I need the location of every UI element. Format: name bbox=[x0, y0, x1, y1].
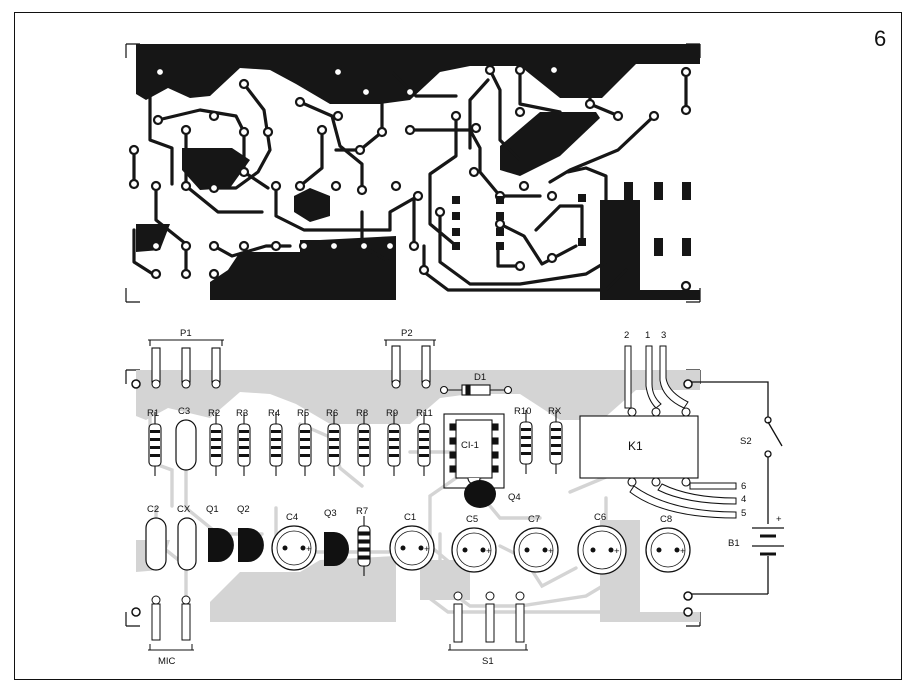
capacitor-label: C4 bbox=[286, 512, 298, 523]
ghost-traces bbox=[148, 392, 656, 614]
resistor-label: R5 bbox=[297, 408, 309, 419]
potentiometer-p2 bbox=[384, 339, 436, 389]
capacitor-c4: + bbox=[271, 525, 317, 571]
relay-k1 bbox=[579, 407, 699, 487]
capacitor-label: C1 bbox=[404, 512, 416, 523]
resistor-label: R6 bbox=[326, 408, 338, 419]
terminal-5: 5 bbox=[741, 508, 746, 519]
terminal-4: 4 bbox=[741, 494, 746, 505]
resistor-r6 bbox=[327, 412, 341, 476]
p2-label: P2 bbox=[401, 328, 413, 339]
selector-s1-leads bbox=[448, 591, 528, 651]
capacitor-c8: + bbox=[645, 527, 691, 573]
mic-leads bbox=[148, 595, 194, 651]
resistor-r11 bbox=[417, 412, 431, 476]
capacitor-c6: + bbox=[577, 525, 627, 575]
capacitor-c7: + bbox=[513, 527, 559, 573]
resistor-r1 bbox=[148, 412, 162, 476]
c2-label: C2 bbox=[147, 504, 159, 515]
q4-label: Q4 bbox=[508, 492, 521, 503]
copper-fill-areas bbox=[136, 44, 700, 300]
capacitor-label: C8 bbox=[660, 514, 672, 525]
capacitor-plus-sign: + bbox=[306, 544, 312, 555]
mounting-pads bbox=[131, 379, 693, 617]
mic-label: MIC bbox=[158, 656, 176, 667]
capacitor-plus-sign: + bbox=[486, 546, 492, 557]
capacitor-label: C6 bbox=[594, 512, 606, 523]
resistor-r2 bbox=[209, 412, 223, 476]
p1-label: P1 bbox=[180, 328, 192, 339]
s1-label: S1 bbox=[482, 656, 494, 667]
resistor-r9 bbox=[387, 412, 401, 476]
relay-side-leads bbox=[629, 482, 737, 519]
resistor-r8 bbox=[357, 412, 371, 476]
relay-top-leads bbox=[624, 345, 689, 409]
figure-frame bbox=[14, 12, 902, 680]
capacitor-plus-sign: + bbox=[614, 546, 620, 557]
resistor-r3 bbox=[237, 412, 251, 476]
component-side-layout: P1 P2 R1 R2 R3 R4 R5 R6 R8 R9 R11 R10 RX C3 D1 bbox=[125, 328, 784, 667]
ghost-copper bbox=[136, 370, 700, 622]
copper-traces bbox=[132, 68, 688, 292]
battery-plus: + bbox=[776, 514, 782, 525]
resistor-label: R9 bbox=[386, 408, 398, 419]
capacitor-plus-sign: + bbox=[424, 544, 430, 555]
k1-label: K1 bbox=[628, 439, 643, 453]
copper-square-pads bbox=[452, 182, 691, 256]
capacitor-plus-sign: + bbox=[680, 546, 686, 557]
terminal-3: 3 bbox=[661, 330, 666, 341]
resistor-label: R8 bbox=[356, 408, 368, 419]
terminal-6: 6 bbox=[741, 481, 746, 492]
q3-label: Q3 bbox=[324, 508, 337, 519]
diode-d1 bbox=[439, 384, 513, 396]
d1-label: D1 bbox=[474, 372, 486, 383]
figure-number: 6 bbox=[874, 26, 886, 51]
capacitor-c5: + bbox=[451, 527, 497, 573]
switch-s2 bbox=[690, 381, 783, 524]
transistor-q4 bbox=[464, 480, 496, 508]
capacitor-c3 bbox=[175, 419, 197, 471]
capacitor-label: C7 bbox=[528, 514, 540, 525]
resistor-rx bbox=[549, 410, 563, 474]
ic-label: CI-1 bbox=[461, 440, 479, 451]
q1-label: Q1 bbox=[206, 504, 219, 515]
resistor-label: RX bbox=[548, 406, 562, 417]
q2-label: Q2 bbox=[237, 504, 250, 515]
transistor-q3 bbox=[324, 532, 349, 566]
resistor-label: R3 bbox=[236, 408, 248, 419]
copper-pads bbox=[128, 64, 692, 292]
ic-ci1 bbox=[443, 413, 505, 489]
c3-label: C3 bbox=[178, 406, 190, 417]
battery-b1 bbox=[690, 527, 784, 595]
resistor-label: R10 bbox=[514, 406, 531, 417]
terminal-2: 2 bbox=[624, 330, 629, 341]
resistor-r10 bbox=[519, 410, 533, 474]
resistor-label: R11 bbox=[416, 408, 433, 419]
capacitor-label: C5 bbox=[466, 514, 478, 525]
terminal-1: 1 bbox=[645, 330, 650, 341]
capacitor-cx bbox=[177, 517, 197, 571]
r7-label: R7 bbox=[356, 506, 368, 517]
resistor-label: R2 bbox=[208, 408, 220, 419]
resistor-r5 bbox=[298, 412, 312, 476]
resistor-r7 bbox=[357, 516, 371, 576]
resistor-r4 bbox=[269, 412, 283, 476]
transistor-q1 bbox=[208, 528, 234, 562]
resistor-row: R1 R2 R3 R4 R5 R6 R8 R9 R11 R10 RX bbox=[147, 406, 563, 476]
transistor-q2 bbox=[238, 528, 264, 562]
copper-side-layout bbox=[125, 43, 701, 303]
s2-label: S2 bbox=[740, 436, 752, 447]
resistor-label: R1 bbox=[147, 408, 159, 419]
capacitor-plus-sign: + bbox=[548, 546, 554, 557]
potentiometer-p1 bbox=[148, 339, 224, 389]
cx-label: CX bbox=[177, 504, 191, 515]
electrolytic-capacitors: + C4 + C1 + C5 + C7 + C6 + C8 bbox=[271, 512, 691, 575]
capacitor-c2 bbox=[145, 517, 167, 571]
capacitor-c1: + bbox=[389, 525, 435, 571]
b1-label: B1 bbox=[728, 538, 740, 549]
resistor-label: R4 bbox=[268, 408, 280, 419]
